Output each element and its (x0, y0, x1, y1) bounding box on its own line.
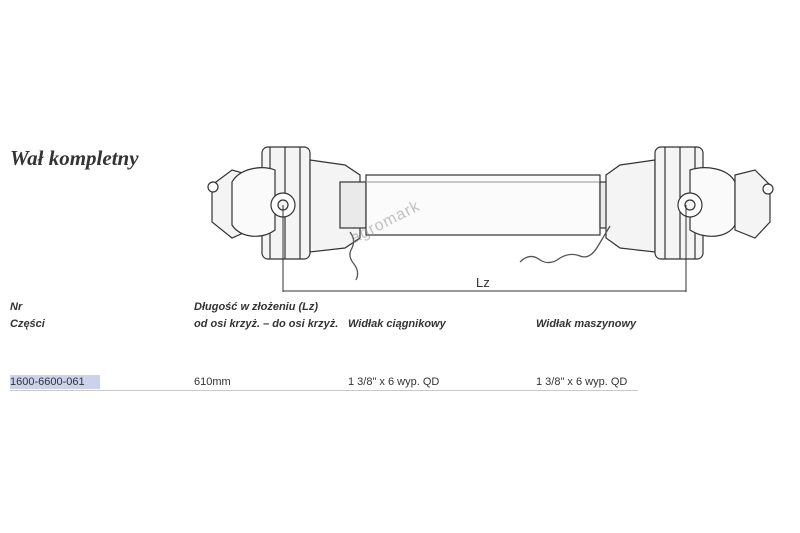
dimension-label: Lz (476, 275, 490, 290)
header-tractor-yoke: Widłak ciągnikowy (348, 318, 446, 330)
header-nr-line1: Nr (10, 301, 23, 313)
header-length-line2: od osi krzyż. – do osi krzyż. (194, 318, 339, 330)
tractor-yoke-cell: 1 3/8" x 6 wyp. QD (348, 376, 440, 388)
page-title: Wał kompletny (10, 146, 139, 170)
header-length: Długość w złożeniu (Lz) od osi krzyż. – … (194, 301, 338, 331)
part-number-cell[interactable]: 1600-6600-061 (10, 375, 100, 389)
header-nr: Nr Części (10, 301, 45, 331)
pto-shaft-drawing: Lz (207, 146, 774, 292)
header-nr-line2: Części (10, 318, 45, 330)
machine-yoke-cell: 1 3/8" x 6 wyp. QD (536, 376, 628, 388)
length-cell: 610mm (194, 376, 231, 388)
row-divider (10, 390, 638, 391)
header-length-line1: Długość w złożeniu (Lz) (194, 301, 319, 313)
header-machine-yoke: Widłak maszynowy (536, 318, 637, 330)
